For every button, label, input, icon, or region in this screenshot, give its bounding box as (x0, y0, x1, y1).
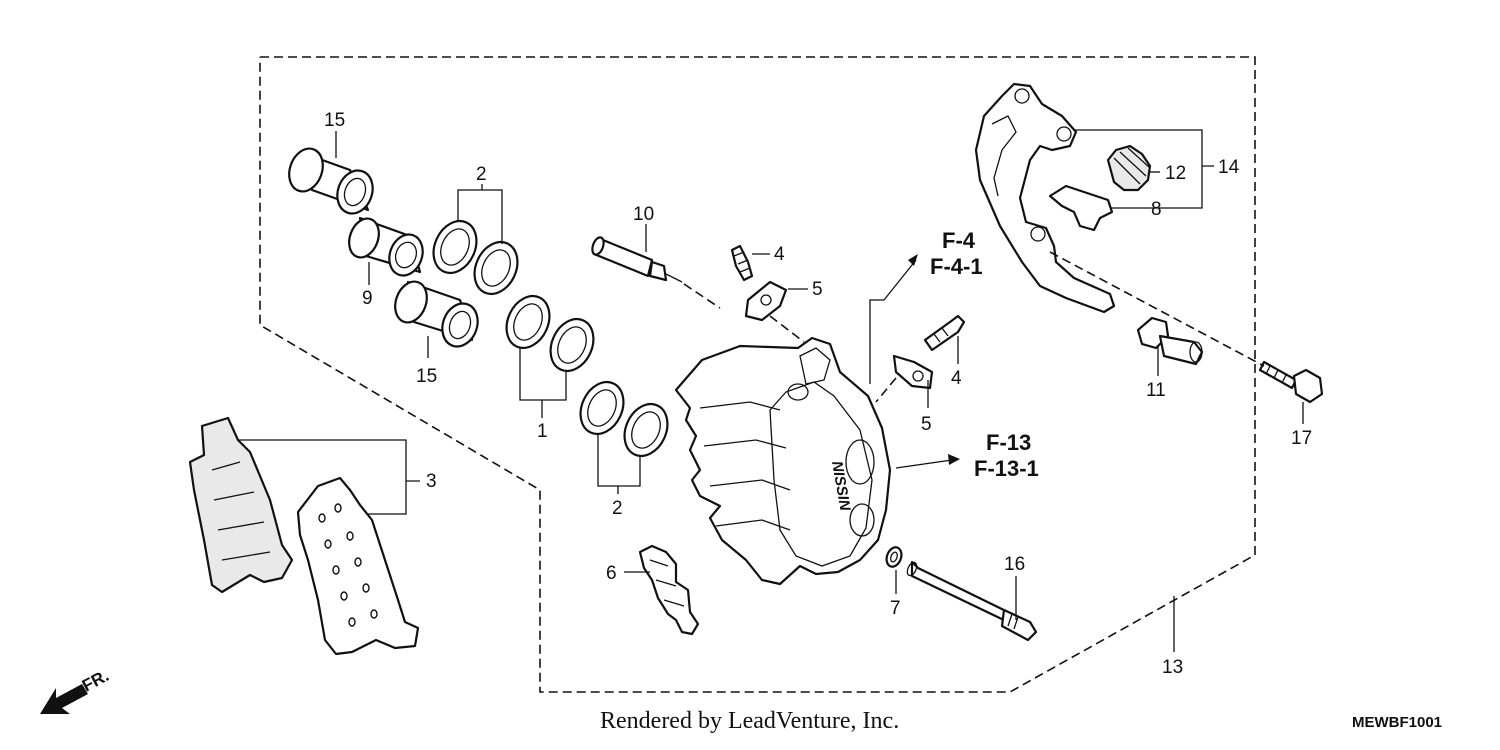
part-8-retainer[interactable] (1048, 184, 1114, 232)
callout-9: 9 (362, 288, 373, 309)
ref-f-13-1: F-13-1 (974, 456, 1039, 481)
callout-14: 14 (1218, 157, 1240, 178)
part-5-cap-top[interactable] (744, 280, 788, 322)
part-5-cap-bottom[interactable] (892, 354, 934, 390)
front-arrow-icon (40, 684, 88, 714)
caliper-body[interactable]: NISSIN (674, 336, 892, 586)
callout-16: 16 (1004, 554, 1025, 575)
callout-13: 13 (1162, 657, 1183, 678)
part-3-brake-pad-rear[interactable] (188, 416, 294, 594)
callout-3: 3 (426, 471, 437, 492)
assembly-boundary (259, 56, 1256, 693)
part-15-sleeve-top[interactable] (283, 144, 378, 219)
reference-labels: F-4 F-4-1 F-13 F-13-1 (930, 228, 1039, 481)
part-1-pistons[interactable] (498, 289, 601, 378)
part-12-boot[interactable] (1106, 144, 1152, 192)
callout-5-top: 5 (812, 279, 823, 300)
callout-5-bottom: 5 (921, 414, 932, 435)
part-17-bolt[interactable] (1258, 360, 1324, 404)
ref-f-4-1: F-4-1 (930, 254, 983, 279)
ref-f-13: F-13 (986, 430, 1031, 455)
callout-1: 1 (537, 421, 548, 442)
callout-12: 12 (1165, 163, 1186, 184)
callout-4-top: 4 (774, 244, 785, 265)
part-7-o-ring[interactable] (884, 545, 904, 569)
leader-lines (238, 129, 1304, 652)
part-15-sleeve-bottom[interactable] (390, 277, 484, 351)
part-9-sleeve[interactable] (344, 214, 428, 280)
callouts: 15 2 10 4 5 9 15 4 5 1 3 2 6 7 16 13 14 … (324, 110, 1312, 678)
part-4-bleeder-bottom[interactable] (923, 314, 966, 352)
footer-credit: Rendered by LeadVenture, Inc. (600, 708, 900, 734)
part-10-pad-pin[interactable] (590, 236, 683, 283)
callout-11: 11 (1146, 380, 1166, 401)
callout-6: 6 (606, 563, 617, 584)
callout-10: 10 (633, 204, 654, 225)
callout-17: 17 (1291, 428, 1312, 449)
callout-7: 7 (890, 598, 901, 619)
part-4-bleeder-top[interactable] (730, 244, 754, 282)
diagram-code: MEWBF1001 (1352, 714, 1443, 731)
callout-2-bottom: 2 (612, 498, 623, 519)
part-16-pin-bolt[interactable] (905, 560, 1038, 642)
part-2-seals-bottom[interactable] (572, 375, 675, 463)
part-6-pad-spring[interactable] (638, 544, 700, 636)
callout-4-bottom: 4 (951, 368, 962, 389)
front-direction-indicator: FR. (40, 666, 112, 714)
ref-f-4: F-4 (942, 228, 976, 253)
part-14-caliper-bracket[interactable] (974, 82, 1116, 314)
part-2-seals-top[interactable] (425, 214, 525, 301)
part-11-bolt[interactable] (1136, 316, 1204, 366)
callout-15-bottom: 15 (416, 366, 437, 387)
part-3-brake-pad-front[interactable] (296, 476, 420, 656)
callout-2-top: 2 (476, 164, 487, 185)
callout-8: 8 (1151, 199, 1162, 220)
callout-15-top: 15 (324, 110, 345, 131)
